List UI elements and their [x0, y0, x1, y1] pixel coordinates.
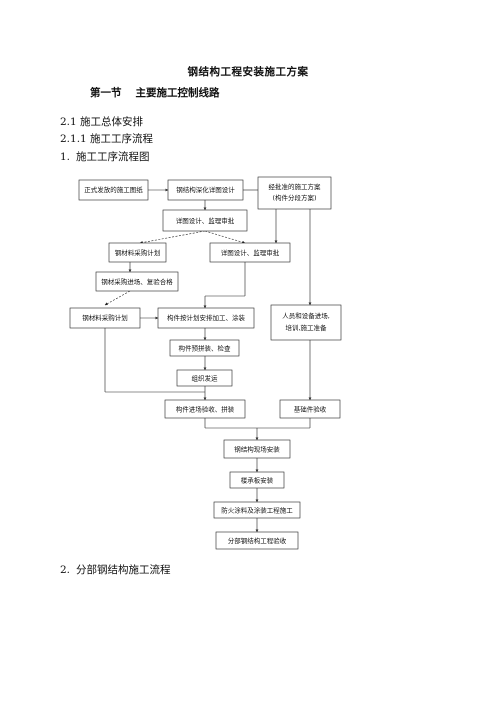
svg-text:钢结构深化详图设计: 钢结构深化详图设计	[176, 185, 235, 194]
box-organize-shipping: 组织发运	[176, 369, 233, 387]
flow-connectors	[104, 188, 312, 533]
section-number: 第一节	[90, 87, 122, 99]
box-fireproof-coating: 防火涂料及涂装工程施工	[213, 501, 301, 519]
box-design-approval-2: 详图设计、监理审批	[209, 242, 291, 263]
box-steel-procurement-plan-2: 钢材料采购计划	[69, 307, 141, 329]
box-component-acceptance: 构件进场验收、拼装	[164, 399, 246, 419]
heading-subsection-number: 2.	[60, 564, 71, 576]
box-approved-plan: 经批准的施工方案 (构件分段方案)	[257, 176, 332, 210]
box-personnel-preparation: 人员和设备进场, 培训,施工准备	[270, 304, 342, 341]
section-heading: 第一节 主要施工控制线路	[90, 85, 220, 100]
box-deck-installation: 楼承板安装	[229, 471, 285, 489]
svg-text:钢材采购进场、复验合格: 钢材采购进场、复验合格	[101, 277, 173, 286]
svg-text:详图设计、监理审批: 详图设计、监理审批	[176, 216, 235, 225]
heading-2-1: 2.1 施工总体安排	[60, 116, 144, 128]
svg-text:防火涂料及涂装工程施工: 防火涂料及涂装工程施工	[221, 506, 293, 515]
box-steel-arrival-recheck: 钢材采购进场、复验合格	[95, 271, 179, 292]
svg-text:钢结构现场安装: 钢结构现场安装	[234, 445, 280, 454]
box-design-approval-1: 详图设计、监理审批	[162, 209, 248, 232]
heading-subsection-flow: 2. 分部钢结构施工流程	[60, 562, 171, 577]
box-foundation-acceptance: 基础件验收	[279, 399, 341, 419]
box-steel-procurement-plan-1: 钢材料采购计划	[108, 242, 167, 263]
box-construction-drawings: 正式发放的施工图纸	[78, 179, 149, 201]
svg-text:楼承板安装: 楼承板安装	[241, 476, 274, 485]
heading-subsection-text: 分部钢结构施工流程	[76, 564, 171, 576]
svg-text:详图设计、监理审批: 详图设计、监理审批	[221, 248, 280, 257]
svg-text:钢材料采购计划: 钢材料采购计划	[115, 248, 161, 257]
svg-text:组织发运: 组织发运	[192, 374, 219, 383]
box-final-acceptance: 分部钢结构工程验收	[215, 531, 299, 550]
section-title: 主要施工控制线路	[135, 87, 220, 99]
svg-text:构件预拼装、检查: 构件预拼装、检查	[179, 344, 232, 353]
svg-text:分部钢结构工程验收: 分部钢结构工程验收	[228, 536, 287, 545]
box-detail-design: 钢结构深化详图设计	[167, 179, 244, 201]
svg-text:钢材料采购计划: 钢材料采购计划	[82, 313, 128, 322]
heading-flowchart-text: 施工工序流程图	[76, 151, 150, 163]
svg-text:构件进场验收、拼装: 构件进场验收、拼装	[176, 405, 235, 414]
svg-text:正式发放的施工图纸: 正式发放的施工图纸	[84, 185, 143, 194]
heading-2-1-1: 2.1.1 施工工序流程	[60, 133, 154, 145]
document-title: 钢结构工程安装施工方案	[187, 66, 309, 78]
box-pre-assembly-check: 构件预拼装、检查	[169, 339, 240, 357]
svg-text:(构件分段方案): (构件分段方案)	[272, 193, 316, 202]
svg-text:培训,施工准备: 培训,施工准备	[285, 323, 327, 332]
svg-text:构件按计划安排加工、涂装: 构件按计划安排加工、涂装	[167, 313, 246, 322]
svg-text:人员和设备进场,: 人员和设备进场,	[282, 311, 330, 320]
box-site-installation: 钢结构现场安装	[223, 439, 291, 459]
heading-flowchart-number: 1.	[60, 151, 71, 163]
svg-text:经批准的施工方案: 经批准的施工方案	[269, 182, 322, 191]
box-fabrication-coating: 构件按计划安排加工、涂装	[157, 307, 255, 329]
svg-text:基础件验收: 基础件验收	[294, 405, 327, 414]
heading-flowchart: 1. 施工工序流程图	[60, 149, 150, 164]
